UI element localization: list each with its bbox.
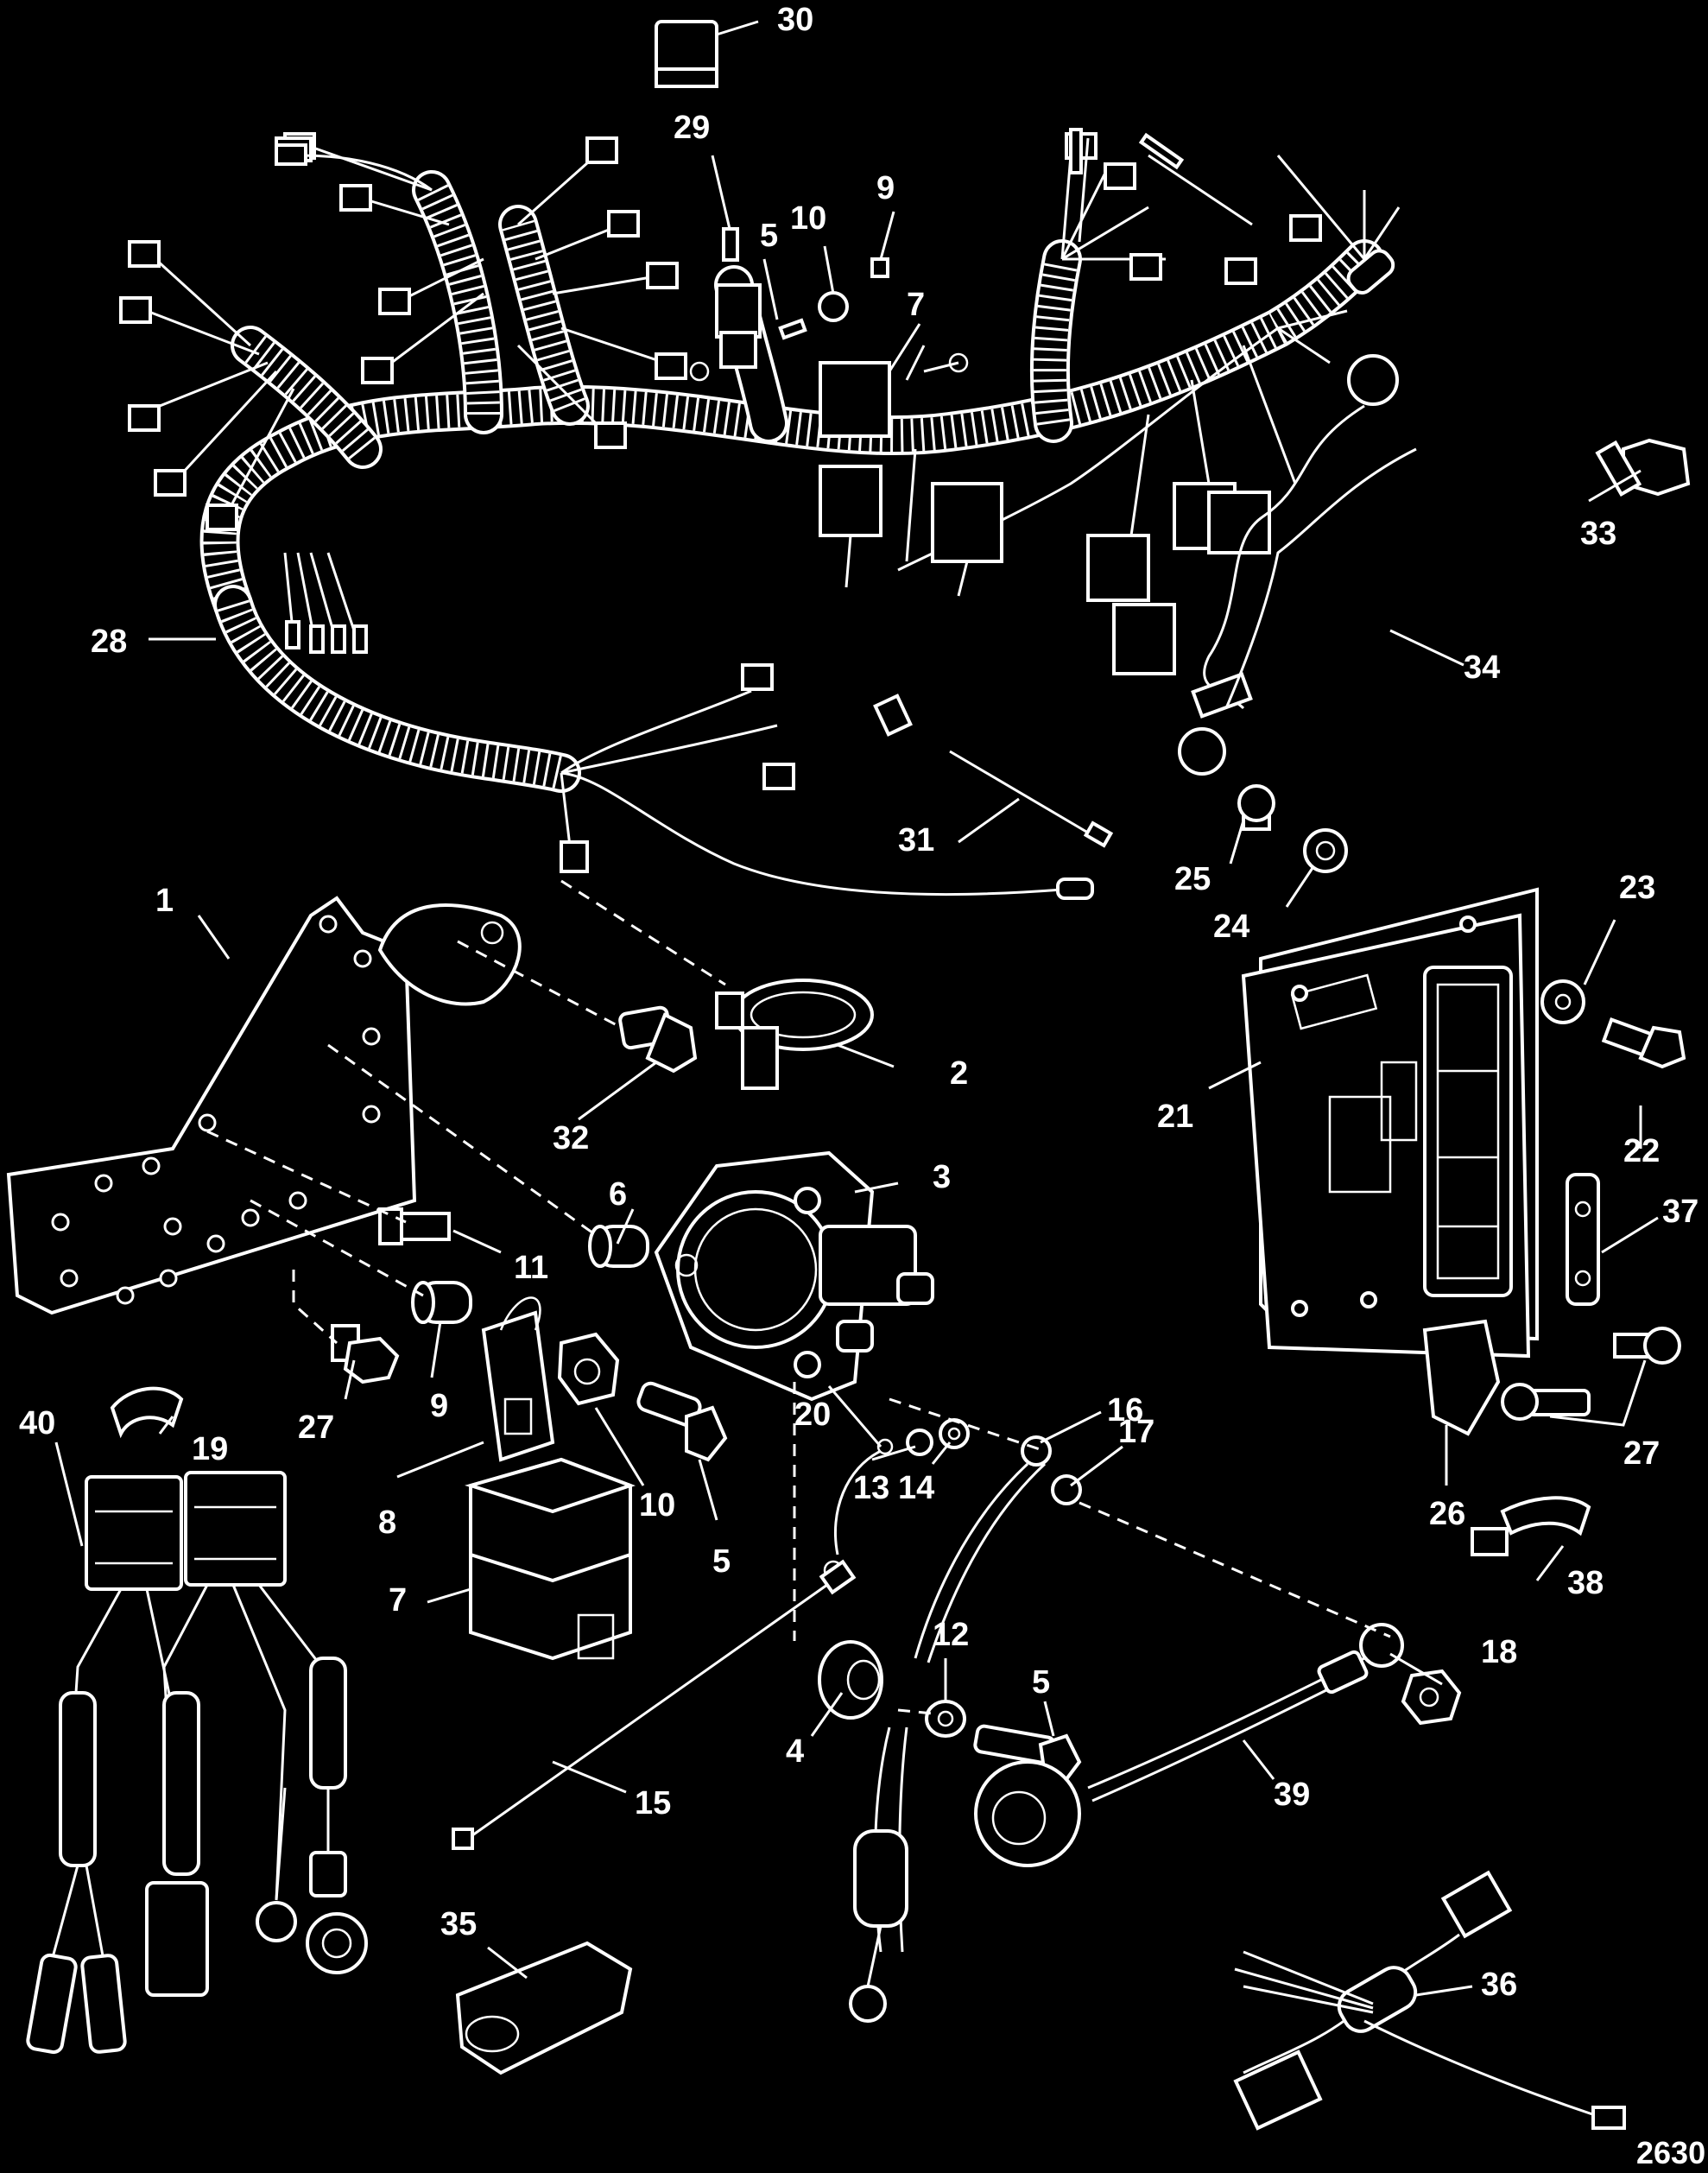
- grommet-24: [1303, 828, 1348, 873]
- callout-20: 20: [794, 1397, 831, 1433]
- callout-31: 31: [898, 822, 934, 858]
- callout-11: 11: [514, 1250, 548, 1286]
- callout-leaders: [54, 20, 1659, 1997]
- callout-28: 28: [91, 624, 127, 660]
- callout-4: 4: [786, 1733, 804, 1770]
- sleeve-6: [588, 1225, 649, 1268]
- callout-10-a: 10: [790, 200, 826, 237]
- callout-19: 19: [192, 1431, 228, 1467]
- callout-1: 1: [155, 883, 174, 919]
- harness-40: [26, 1471, 368, 2055]
- screw-27-right: [1501, 1327, 1681, 1421]
- callout-5-c: 5: [1032, 1664, 1050, 1701]
- washer-23: [1540, 979, 1585, 1024]
- washer-4: [818, 1640, 883, 1720]
- callout-23: 23: [1619, 870, 1655, 906]
- sleeve-9: [411, 1281, 472, 1324]
- cable-15: [452, 1559, 857, 1850]
- cable-tie-31: [949, 750, 1114, 848]
- ground-lead-20: [823, 1438, 894, 1581]
- callout-34: 34: [1464, 649, 1500, 686]
- callout-6: 6: [609, 1176, 627, 1213]
- clamp-2: [715, 979, 874, 1090]
- bolt-33: [1595, 438, 1691, 497]
- callout-18: 18: [1481, 1634, 1517, 1670]
- mounting-plate-1: [6, 896, 522, 1315]
- screw-22: [1601, 1017, 1686, 1069]
- relay-bracket-8: [481, 1296, 555, 1462]
- callout-12: 12: [933, 1617, 969, 1653]
- callout-33: 33: [1580, 516, 1616, 552]
- bushing-25: [1237, 784, 1275, 831]
- clip-19: [110, 1386, 184, 1439]
- connector-29: [722, 227, 739, 262]
- callout-37: 37: [1662, 1194, 1699, 1230]
- callout-17: 17: [1118, 1414, 1154, 1450]
- fuse-holder-11: [378, 1207, 451, 1245]
- callout-7-a: 7: [907, 287, 925, 323]
- callout-10-b: 10: [639, 1487, 675, 1524]
- callout-35: 35: [440, 1906, 477, 1942]
- callout-36: 36: [1481, 1967, 1517, 2003]
- adapter-harness-36: [1233, 1870, 1626, 2131]
- callout-40: 40: [19, 1405, 55, 1441]
- callout-16: 16: [1107, 1392, 1143, 1429]
- callout-24: 24: [1213, 909, 1249, 945]
- callout-5-a: 5: [760, 218, 778, 254]
- sensor-39: [974, 1623, 1404, 1867]
- callout-39: 39: [1274, 1777, 1310, 1813]
- nut-14: [939, 1418, 970, 1449]
- upper-hardware: [689, 257, 969, 438]
- figure-number: 2630: [1636, 2135, 1705, 2170]
- screw-5-lower: [636, 1381, 728, 1462]
- callout-14: 14: [898, 1470, 934, 1506]
- callout-labels: 30 29 5 10 9 7 28 33 34 31 25 24 23 21 2…: [19, 2, 1705, 2170]
- callout-26: 26: [1429, 1496, 1465, 1532]
- screw-32: [618, 1005, 698, 1074]
- callout-3: 3: [933, 1159, 951, 1195]
- nut-18: [1401, 1669, 1462, 1726]
- ecm-module-21: [1241, 887, 1539, 1359]
- callout-8: 8: [378, 1505, 396, 1541]
- callout-15: 15: [635, 1785, 671, 1821]
- callout-2: 2: [950, 1055, 968, 1092]
- clamp-38: [1471, 1496, 1591, 1556]
- cable-16: [849, 1435, 1052, 2023]
- callout-22: 22: [1623, 1133, 1660, 1169]
- callout-7-b: 7: [389, 1582, 407, 1619]
- connector-35: [455, 1941, 633, 2075]
- battery-cable-34: [1178, 354, 1417, 776]
- callout-21: 21: [1157, 1099, 1193, 1135]
- callout-25: 25: [1174, 861, 1211, 897]
- relay-7: [465, 1457, 636, 1661]
- dashed-assembly-lines: [206, 879, 1391, 1716]
- callout-13: 13: [853, 1470, 889, 1506]
- washer-13: [906, 1429, 933, 1456]
- callout-5-b: 5: [712, 1543, 731, 1580]
- nut-10: [557, 1332, 620, 1406]
- callout-32: 32: [553, 1120, 589, 1156]
- starter-solenoid-3: [654, 1150, 934, 1402]
- callout-27-b: 27: [1623, 1435, 1660, 1472]
- callout-9-b: 9: [430, 1388, 448, 1424]
- relay-30: [655, 20, 718, 88]
- bracket-37: [1566, 1173, 1600, 1306]
- callout-29: 29: [674, 110, 710, 146]
- screw-27-left: [331, 1324, 400, 1384]
- callout-38: 38: [1567, 1565, 1604, 1601]
- grounding-clip-26: [1422, 1319, 1501, 1436]
- callout-30: 30: [777, 2, 813, 38]
- callout-9-a: 9: [876, 170, 895, 206]
- washer-12: [925, 1700, 966, 1738]
- callout-27-a: 27: [298, 1410, 334, 1446]
